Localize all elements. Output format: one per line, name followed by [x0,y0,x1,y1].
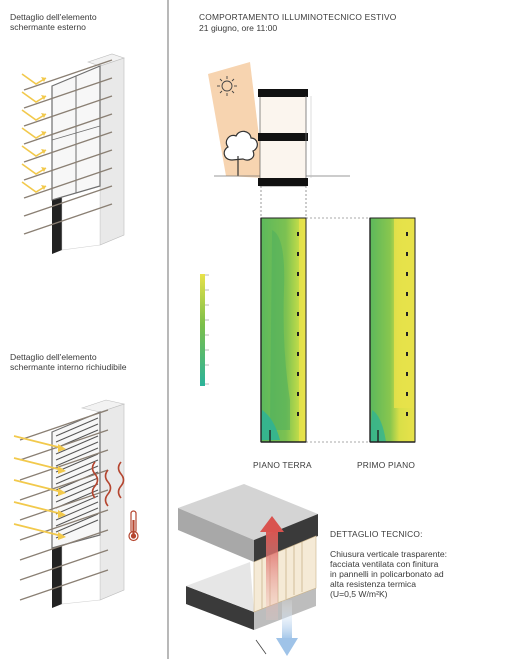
ground-floor-label: PIANO TERRA [253,460,312,470]
cool-air-arrow [276,600,298,656]
heat-wave-icon [91,461,125,507]
sun-ray-arrows [21,73,47,193]
summer-lighting-heading: COMPORTAMENTO ILLUMINOTECNICO ESTIVO [199,12,397,22]
first-floor-label: PRIMO PIANO [357,460,416,470]
ground-floor-map [260,217,307,443]
detail-internal-title: Dettaglio dell'elemento schermante inter… [10,352,127,372]
thermometer-icon [128,510,139,542]
warm-air-arrow [260,516,284,620]
sun-ray-arrows-internal [13,435,63,537]
sun-icon [217,76,237,96]
first-floor-map [369,217,416,443]
tech-detail-title: DETTAGLIO TECNICO: [330,529,423,539]
tree-icon [223,130,258,176]
illuminance-legend [200,274,209,386]
tech-detail-description: Chiusura verticale trasparente: facciata… [330,549,448,599]
date-time-label: 21 giugno, ore 11:00 [199,23,278,33]
detail-external-title: Dettaglio dell'elemento schermante ester… [10,12,97,32]
